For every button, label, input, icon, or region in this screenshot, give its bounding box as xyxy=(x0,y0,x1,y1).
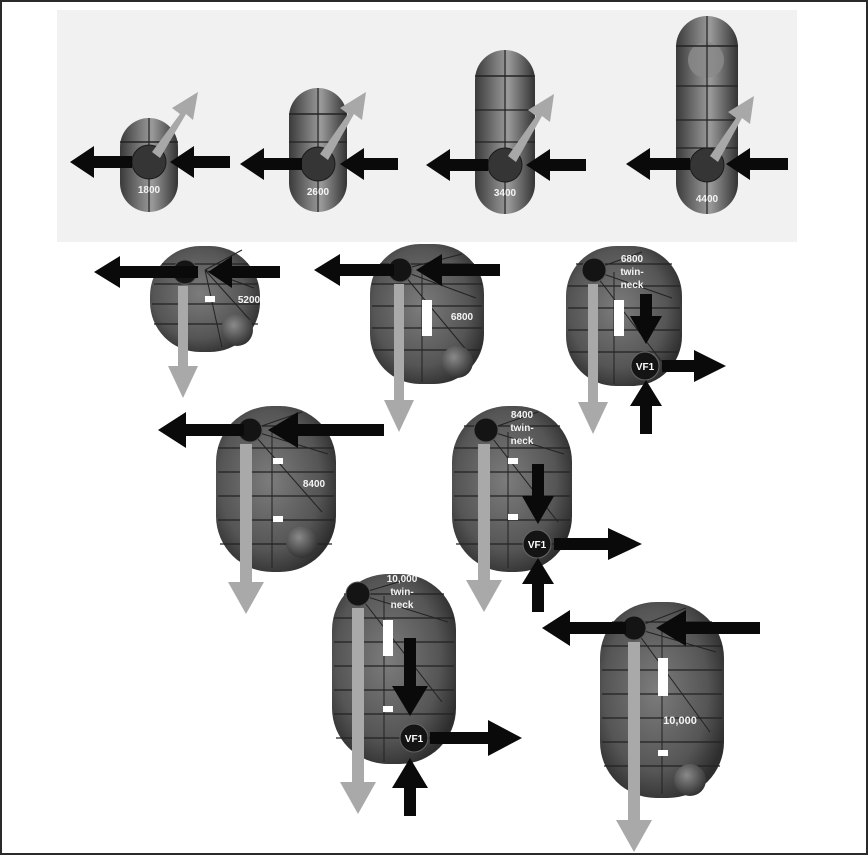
tank-8400tn-label-1: 8400 xyxy=(511,410,534,421)
tank-5200-label: 5200 xyxy=(238,295,261,306)
tank-4400-label: 4400 xyxy=(696,194,719,205)
tank-8400tn-valve: VF1 xyxy=(528,540,547,551)
tank-6800tn-valve: VF1 xyxy=(636,362,655,373)
tank-10000-label: 10,000 xyxy=(663,715,697,727)
tank-10000tn-label-2: twin- xyxy=(390,587,413,598)
tank-6800tn-label-3: neck xyxy=(621,280,644,291)
tank-6800tn-label-2: twin- xyxy=(620,267,643,278)
tank-10000tn-valve: VF1 xyxy=(405,734,424,745)
tank-5200: 5200 xyxy=(150,246,261,352)
tank-2600-label: 2600 xyxy=(307,187,330,198)
tank-8400-label: 8400 xyxy=(303,479,326,490)
tank-3400-label: 3400 xyxy=(494,188,517,199)
tank-10000tn-label-1: 10,000 xyxy=(387,574,418,585)
tank-8400tn-label-3: neck xyxy=(511,436,534,447)
tank-3400: 3400 xyxy=(475,50,554,214)
tank-4400: 4400 xyxy=(676,16,754,214)
tank-10000tn-label-3: neck xyxy=(391,600,414,611)
tank-6800tn-label-1: 6800 xyxy=(621,254,644,265)
tank-1800-label: 1800 xyxy=(138,185,161,196)
tank-8400tn-label-2: twin- xyxy=(510,423,533,434)
tank-2600: 2600 xyxy=(289,88,366,212)
tank-6800-label: 6800 xyxy=(451,312,474,323)
